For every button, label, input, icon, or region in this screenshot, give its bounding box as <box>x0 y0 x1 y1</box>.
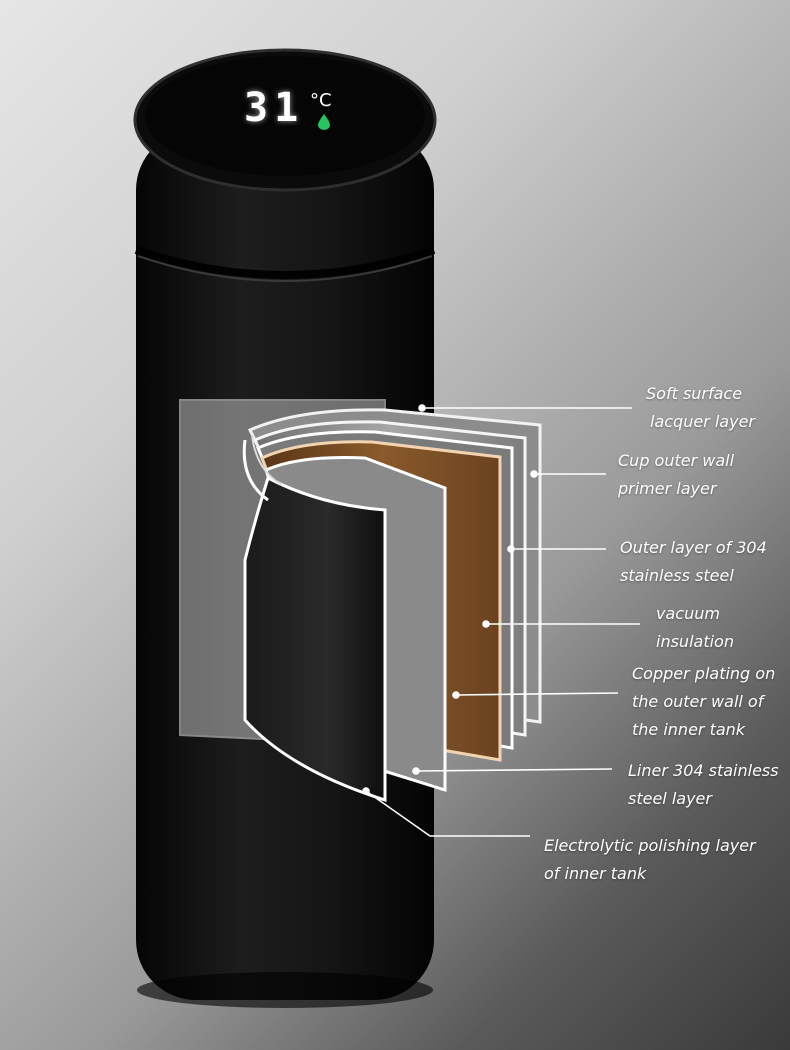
label-line: the outer wall of <box>632 692 764 711</box>
label-line: Liner 304 stainless <box>628 761 779 780</box>
label-line: Copper plating on <box>632 664 776 683</box>
temperature-unit: °C <box>310 90 332 111</box>
label-soft-surface-lacquer: Soft surface lacquer layer <box>646 380 755 436</box>
cutaway-layers <box>179 399 542 803</box>
label-liner-304-steel: Liner 304 stainless steel layer <box>628 757 779 813</box>
label-line: of inner tank <box>544 864 647 883</box>
label-line: steel layer <box>628 789 712 808</box>
label-line: Electrolytic polishing layer <box>544 836 756 855</box>
label-line: stainless steel <box>620 566 734 585</box>
temperature-value: 31 <box>244 85 305 131</box>
temperature-display: 31 °C <box>242 84 352 134</box>
label-line: the inner tank <box>632 720 746 739</box>
label-line: lacquer layer <box>650 412 755 431</box>
leader-lines <box>362 404 640 837</box>
label-line: insulation <box>656 632 734 651</box>
label-line: Cup outer wall <box>618 451 735 470</box>
label-line: vacuum <box>656 604 720 623</box>
label-copper-plating: Copper plating on the outer wall of the … <box>632 660 775 744</box>
label-cup-outer-wall-primer: Cup outer wall primer layer <box>618 447 734 503</box>
label-line: primer layer <box>618 479 717 498</box>
water-drop-icon <box>318 114 330 130</box>
label-electrolytic-polishing: Electrolytic polishing layer of inner ta… <box>544 832 756 888</box>
label-outer-304-steel: Outer layer of 304 stainless steel <box>620 534 767 590</box>
label-line: Soft surface <box>646 384 743 403</box>
label-line: Outer layer of 304 <box>620 538 767 557</box>
label-vacuum-insulation: vacuum insulation <box>656 600 734 656</box>
